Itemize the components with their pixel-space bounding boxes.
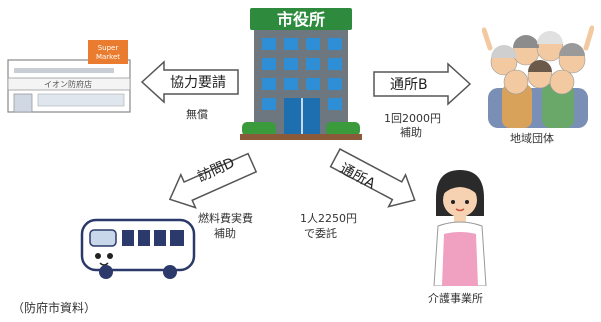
- visit-d-arrow: [168, 152, 258, 209]
- city-hall-windows: [262, 38, 342, 110]
- visit-d-note-2: 補助: [214, 227, 236, 240]
- hedge-left: [242, 122, 276, 136]
- cooperation-note: 無償: [186, 108, 208, 121]
- city-hall-ground: [240, 134, 362, 140]
- care-worker-illustration: [433, 170, 487, 286]
- care-provider-label: 介護事業所: [428, 292, 483, 305]
- city-hall-sign-board: [250, 8, 352, 30]
- store-windows-row: [14, 68, 114, 73]
- crowd-people: [482, 25, 594, 128]
- store-sign-text-2: Market: [96, 53, 120, 61]
- commute-b-note-1: 1回2000円: [384, 112, 441, 125]
- cooperation-arrow-label: 協力要請: [170, 75, 226, 91]
- community-group-illustration: [482, 25, 594, 128]
- commute-b-arrow-label: 通所B: [390, 77, 428, 93]
- store-sign-text: Super: [98, 44, 119, 52]
- cooperation-arrow: [140, 60, 239, 104]
- visit-d-note-1: 燃料費実費: [198, 212, 253, 225]
- commute-a-note-2: で委託: [304, 227, 337, 240]
- bus-illustration: [80, 218, 196, 279]
- commute-a-arrow: [329, 148, 416, 208]
- supermarket-building: Super Market イオン防府店: [7, 40, 131, 113]
- store-door: [13, 93, 33, 113]
- city-hall-building: 市役所: [240, 8, 362, 140]
- community-group-label: 地域団体: [510, 132, 554, 145]
- commute-b-arrow: [373, 62, 472, 106]
- store-sign-board: [88, 40, 128, 64]
- store-front-glass: [37, 93, 125, 107]
- store-name: イオン防府店: [44, 79, 92, 89]
- commute-a-note-1: 1人2250円: [300, 212, 357, 225]
- hedge-right: [326, 122, 360, 136]
- source-note: （防府市資料）: [12, 301, 97, 315]
- store-name-band: [7, 77, 131, 91]
- commute-b-note-2: 補助: [400, 126, 422, 139]
- city-hall-sign: 市役所: [277, 10, 325, 29]
